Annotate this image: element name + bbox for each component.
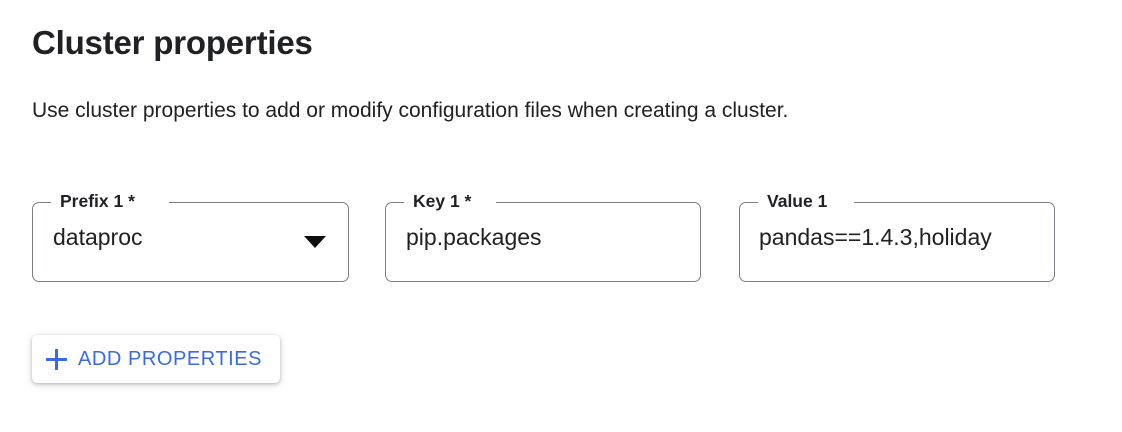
prefix-select-field[interactable]: Prefix 1 * dataproc [32, 191, 349, 282]
label-notch [404, 201, 496, 205]
label-notch [758, 201, 854, 205]
value-input-field[interactable]: Value 1 pandas==1.4.3,holiday [739, 191, 1055, 282]
page-title: Cluster properties [32, 24, 313, 61]
key-value-container: pip.packages [386, 203, 700, 281]
label-notch [51, 201, 169, 205]
prefix-value-container: dataproc [33, 203, 348, 281]
prefix-field-label: Prefix 1 * [60, 191, 135, 211]
prefix-select-value: dataproc [53, 224, 143, 250]
value-field-label: Value 1 [767, 191, 828, 211]
value-value-container: pandas==1.4.3,holiday [740, 203, 1054, 281]
triangle-down-icon[interactable] [304, 236, 326, 248]
key-input-value[interactable]: pip.packages [406, 224, 542, 250]
key-field-label: Key 1 * [413, 191, 472, 211]
add-properties-label: ADD PROPERTIES [78, 348, 263, 370]
value-input-value[interactable]: pandas==1.4.3,holiday [759, 224, 992, 250]
add-properties-button[interactable]: ADD PROPERTIES [32, 335, 281, 383]
page-description: Use cluster properties to add or modify … [32, 99, 789, 122]
plus-icon [46, 348, 67, 370]
key-input-field[interactable]: Key 1 * pip.packages [385, 191, 701, 282]
properties-field-row: Prefix 1 * dataproc Key 1 * pip.packages… [0, 191, 1122, 293]
